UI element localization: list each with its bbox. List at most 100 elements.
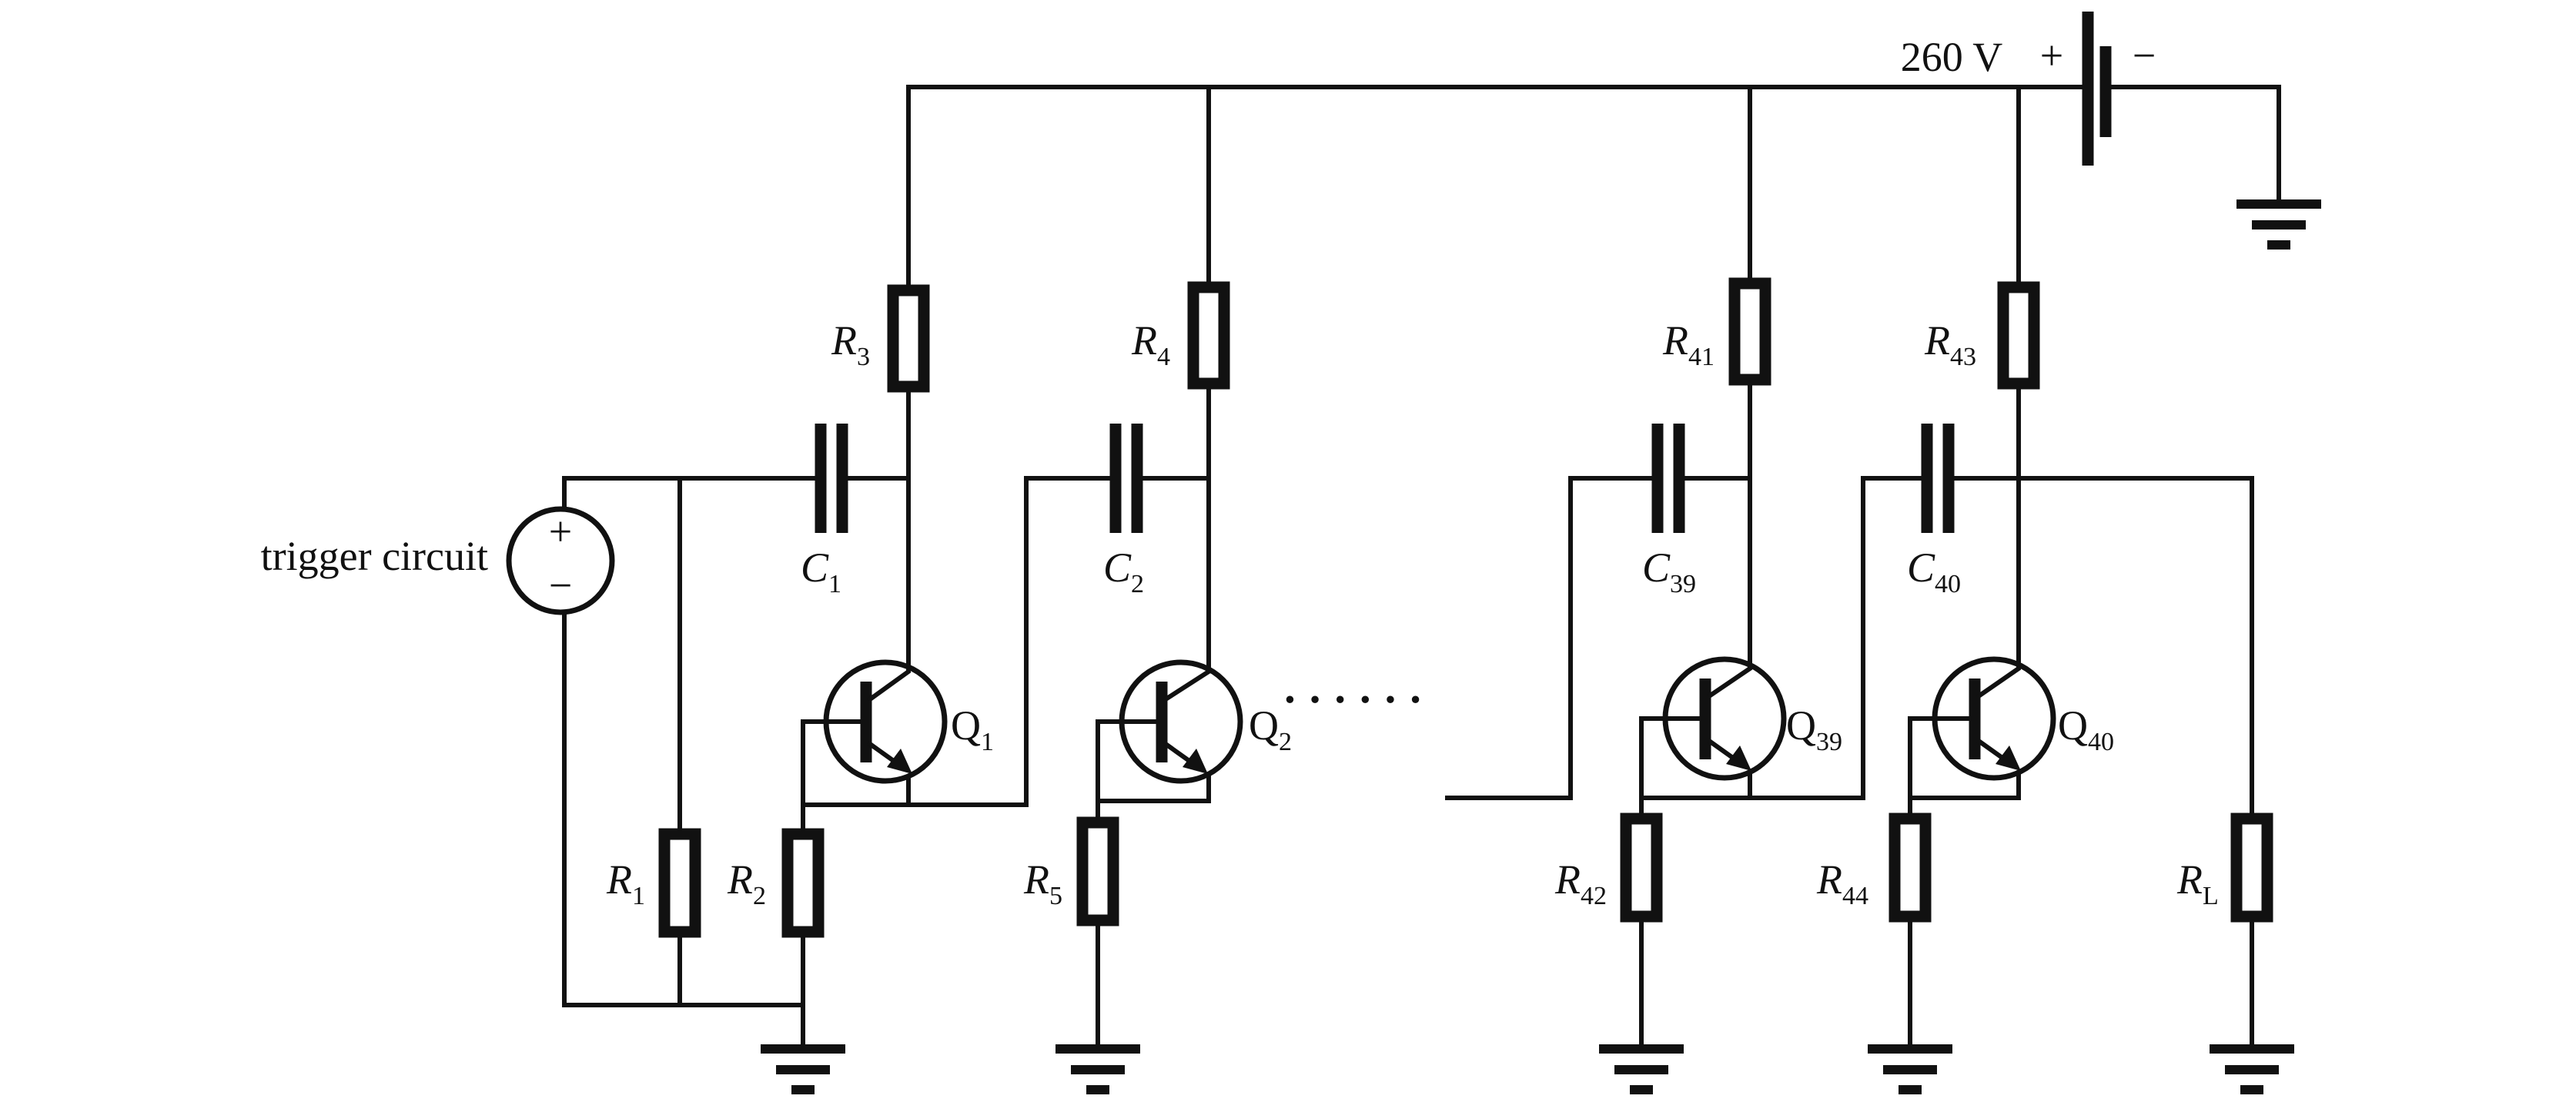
wire-trigger-bottom <box>562 476 805 1007</box>
wire-q1-base <box>801 719 828 807</box>
trigger-source-circle <box>506 506 615 615</box>
wire-q2-base <box>1096 719 1124 803</box>
transistor-q1-collector-lead <box>866 660 911 703</box>
label-r2-letter: R <box>727 856 753 903</box>
resistor-r4 <box>1187 281 1230 390</box>
label-c40: C40 <box>1907 544 1961 598</box>
label-r3: R3 <box>831 317 870 371</box>
label-r42: R42 <box>1554 856 1607 910</box>
ground-symbol-stage-1 <box>761 1044 845 1094</box>
label-c39-letter: C <box>1642 544 1671 591</box>
label-r2-sub: 2 <box>753 882 766 910</box>
label-q1-sub: 1 <box>981 728 994 756</box>
resistor-r1 <box>658 828 701 938</box>
label-r4-sub: 4 <box>1157 343 1170 371</box>
label-r1-sub: 1 <box>632 882 645 910</box>
label-r44: R44 <box>1816 856 1868 910</box>
label-q40-sub: 40 <box>2088 728 2114 756</box>
resistor-r43 <box>1997 281 2040 390</box>
trigger-plus-sign: + <box>549 508 572 555</box>
capacitor-c1 <box>815 424 848 533</box>
label-c39: C39 <box>1642 544 1696 598</box>
transistor-q1-emitter-arrow <box>887 749 912 774</box>
label-r5-sub: 5 <box>1049 882 1062 910</box>
ground-symbol-battery <box>2236 199 2321 250</box>
transistor-q40-emitter-arrow <box>1996 746 2021 771</box>
transistors <box>823 656 2056 784</box>
battery-plus-label: + <box>2040 32 2063 79</box>
trigger-circuit-label: trigger circuit <box>261 533 488 579</box>
transistor-q2 <box>1119 659 1243 784</box>
capacitors <box>815 420 1955 537</box>
resistor-r2 <box>781 828 825 938</box>
supply-voltage-label: 260 V <box>1901 34 2003 80</box>
wire-q40-base <box>1908 716 1937 800</box>
label-c40-letter: C <box>1907 544 1935 591</box>
label-c2-letter: C <box>1103 544 1132 591</box>
label-r42-letter: R <box>1554 856 1581 903</box>
label-r43-letter: R <box>1924 317 1950 364</box>
transistor-q40 <box>1932 656 2056 781</box>
label-c40-sub: 40 <box>1935 570 1961 598</box>
transistor-q2-emitter-arrow <box>1183 749 1208 774</box>
label-r4: R4 <box>1131 317 1170 371</box>
label-rl: RL <box>2176 856 2219 910</box>
label-r3-sub: 3 <box>857 343 870 371</box>
ground-symbol-stage-40 <box>1868 1044 1952 1094</box>
label-q40-letter: Q <box>2058 702 2088 749</box>
battery <box>2082 12 2112 166</box>
label-q2: Q2 <box>1249 702 1292 756</box>
transistor-q40-collector-lead <box>1975 657 2021 700</box>
label-rl-letter: R <box>2176 856 2203 903</box>
label-r1-letter: R <box>606 856 632 903</box>
resistor-r3 <box>887 284 930 393</box>
label-r41-letter: R <box>1662 317 1688 364</box>
label-r43-sub: 43 <box>1950 343 1976 371</box>
wire-q39-base <box>1639 716 1668 800</box>
resistor-rl <box>2230 813 2273 923</box>
label-q39: Q39 <box>1786 702 1842 756</box>
label-r44-sub: 44 <box>1842 882 1868 910</box>
grounds <box>761 199 2321 1094</box>
label-q2-letter: Q <box>1249 702 1279 749</box>
resistor-r44 <box>1889 813 1932 923</box>
label-c2: C2 <box>1103 544 1144 598</box>
battery-minus-label: − <box>2133 32 2156 79</box>
resistors <box>658 277 2273 938</box>
resistor-r5 <box>1076 816 1119 926</box>
trigger-source: + − <box>506 506 615 615</box>
label-r41-sub: 41 <box>1688 343 1715 371</box>
transistor-q39-emitter-arrow <box>1726 746 1751 771</box>
ground-symbol-load <box>2210 1044 2294 1094</box>
label-r42-sub: 42 <box>1581 882 1607 910</box>
label-r5-letter: R <box>1023 856 1049 903</box>
capacitor-c2 <box>1109 424 1143 533</box>
label-q1: Q1 <box>951 702 994 756</box>
ground-symbol-stage-39 <box>1599 1044 1684 1094</box>
label-r3-letter: R <box>831 317 857 364</box>
label-rl-sub: L <box>2203 882 2219 910</box>
label-q1-letter: Q <box>951 702 981 749</box>
label-c1-sub: 1 <box>828 570 841 598</box>
label-r2: R2 <box>727 856 766 910</box>
wire-interstage-39 <box>1748 476 2254 800</box>
label-c1-letter: C <box>801 544 829 591</box>
label-r43: R43 <box>1924 317 1976 371</box>
capacitor-c40 <box>1921 424 1955 533</box>
capacitor-c39 <box>1651 424 1685 533</box>
resistor-r41 <box>1728 277 1771 386</box>
stage-ellipsis: ······ <box>1280 666 1430 734</box>
label-r41: R41 <box>1662 317 1715 371</box>
resistor-r42 <box>1620 813 1663 923</box>
battery-ground-wire <box>2103 85 2281 206</box>
label-q39-sub: 39 <box>1816 728 1842 756</box>
label-c1: C1 <box>801 544 841 598</box>
label-q2-sub: 2 <box>1279 728 1292 756</box>
label-c2-sub: 2 <box>1131 570 1144 598</box>
label-q39-letter: Q <box>1786 702 1816 749</box>
labels: 260 V + − trigger circuit ······ R3 R4 R… <box>261 32 2219 910</box>
ground-symbol-stage-2 <box>1055 1044 1140 1094</box>
label-r4-letter: R <box>1131 317 1157 364</box>
label-r5: R5 <box>1023 856 1062 910</box>
